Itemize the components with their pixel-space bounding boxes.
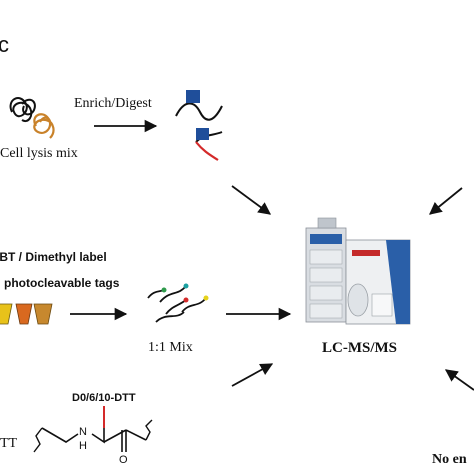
lcms-label: LC-MS/MS: [322, 340, 397, 356]
nh-n-label: N: [79, 426, 87, 438]
enrich-digest-label: Enrich/Digest: [74, 96, 152, 111]
mix-ratio-label: 1:1 Mix: [148, 340, 193, 355]
label-method-text: IBT / Dimethyl label: [0, 250, 107, 264]
nh-h-label: H: [79, 440, 87, 452]
dtt-tag-label: D0/6/10-DTT: [72, 392, 136, 404]
photocleavable-tags-label: photocleavable tags: [4, 276, 120, 290]
arrow-from-bottom-right: [444, 369, 474, 391]
lcms-instrument-icon: [305, 217, 411, 325]
no-enrich-label: No en: [432, 452, 467, 467]
cell-lysis-label: Cell lysis mix: [0, 146, 78, 161]
mixed-peptides-icon: [147, 283, 209, 323]
enriched-peptides-icon: [175, 90, 223, 161]
protein-tangle-icon: [9, 97, 55, 139]
labeled-tubes-icon: [0, 303, 53, 325]
dtt-left-label: TT: [0, 436, 18, 451]
arrow-from-bottom-left: [231, 363, 274, 387]
oxygen-label: O: [119, 454, 128, 466]
arrow-from-top-right: [429, 187, 463, 215]
arrow-from-top-left: [231, 185, 272, 215]
panel-letter: c: [0, 32, 9, 57]
dtt-structure-icon: [33, 406, 153, 453]
